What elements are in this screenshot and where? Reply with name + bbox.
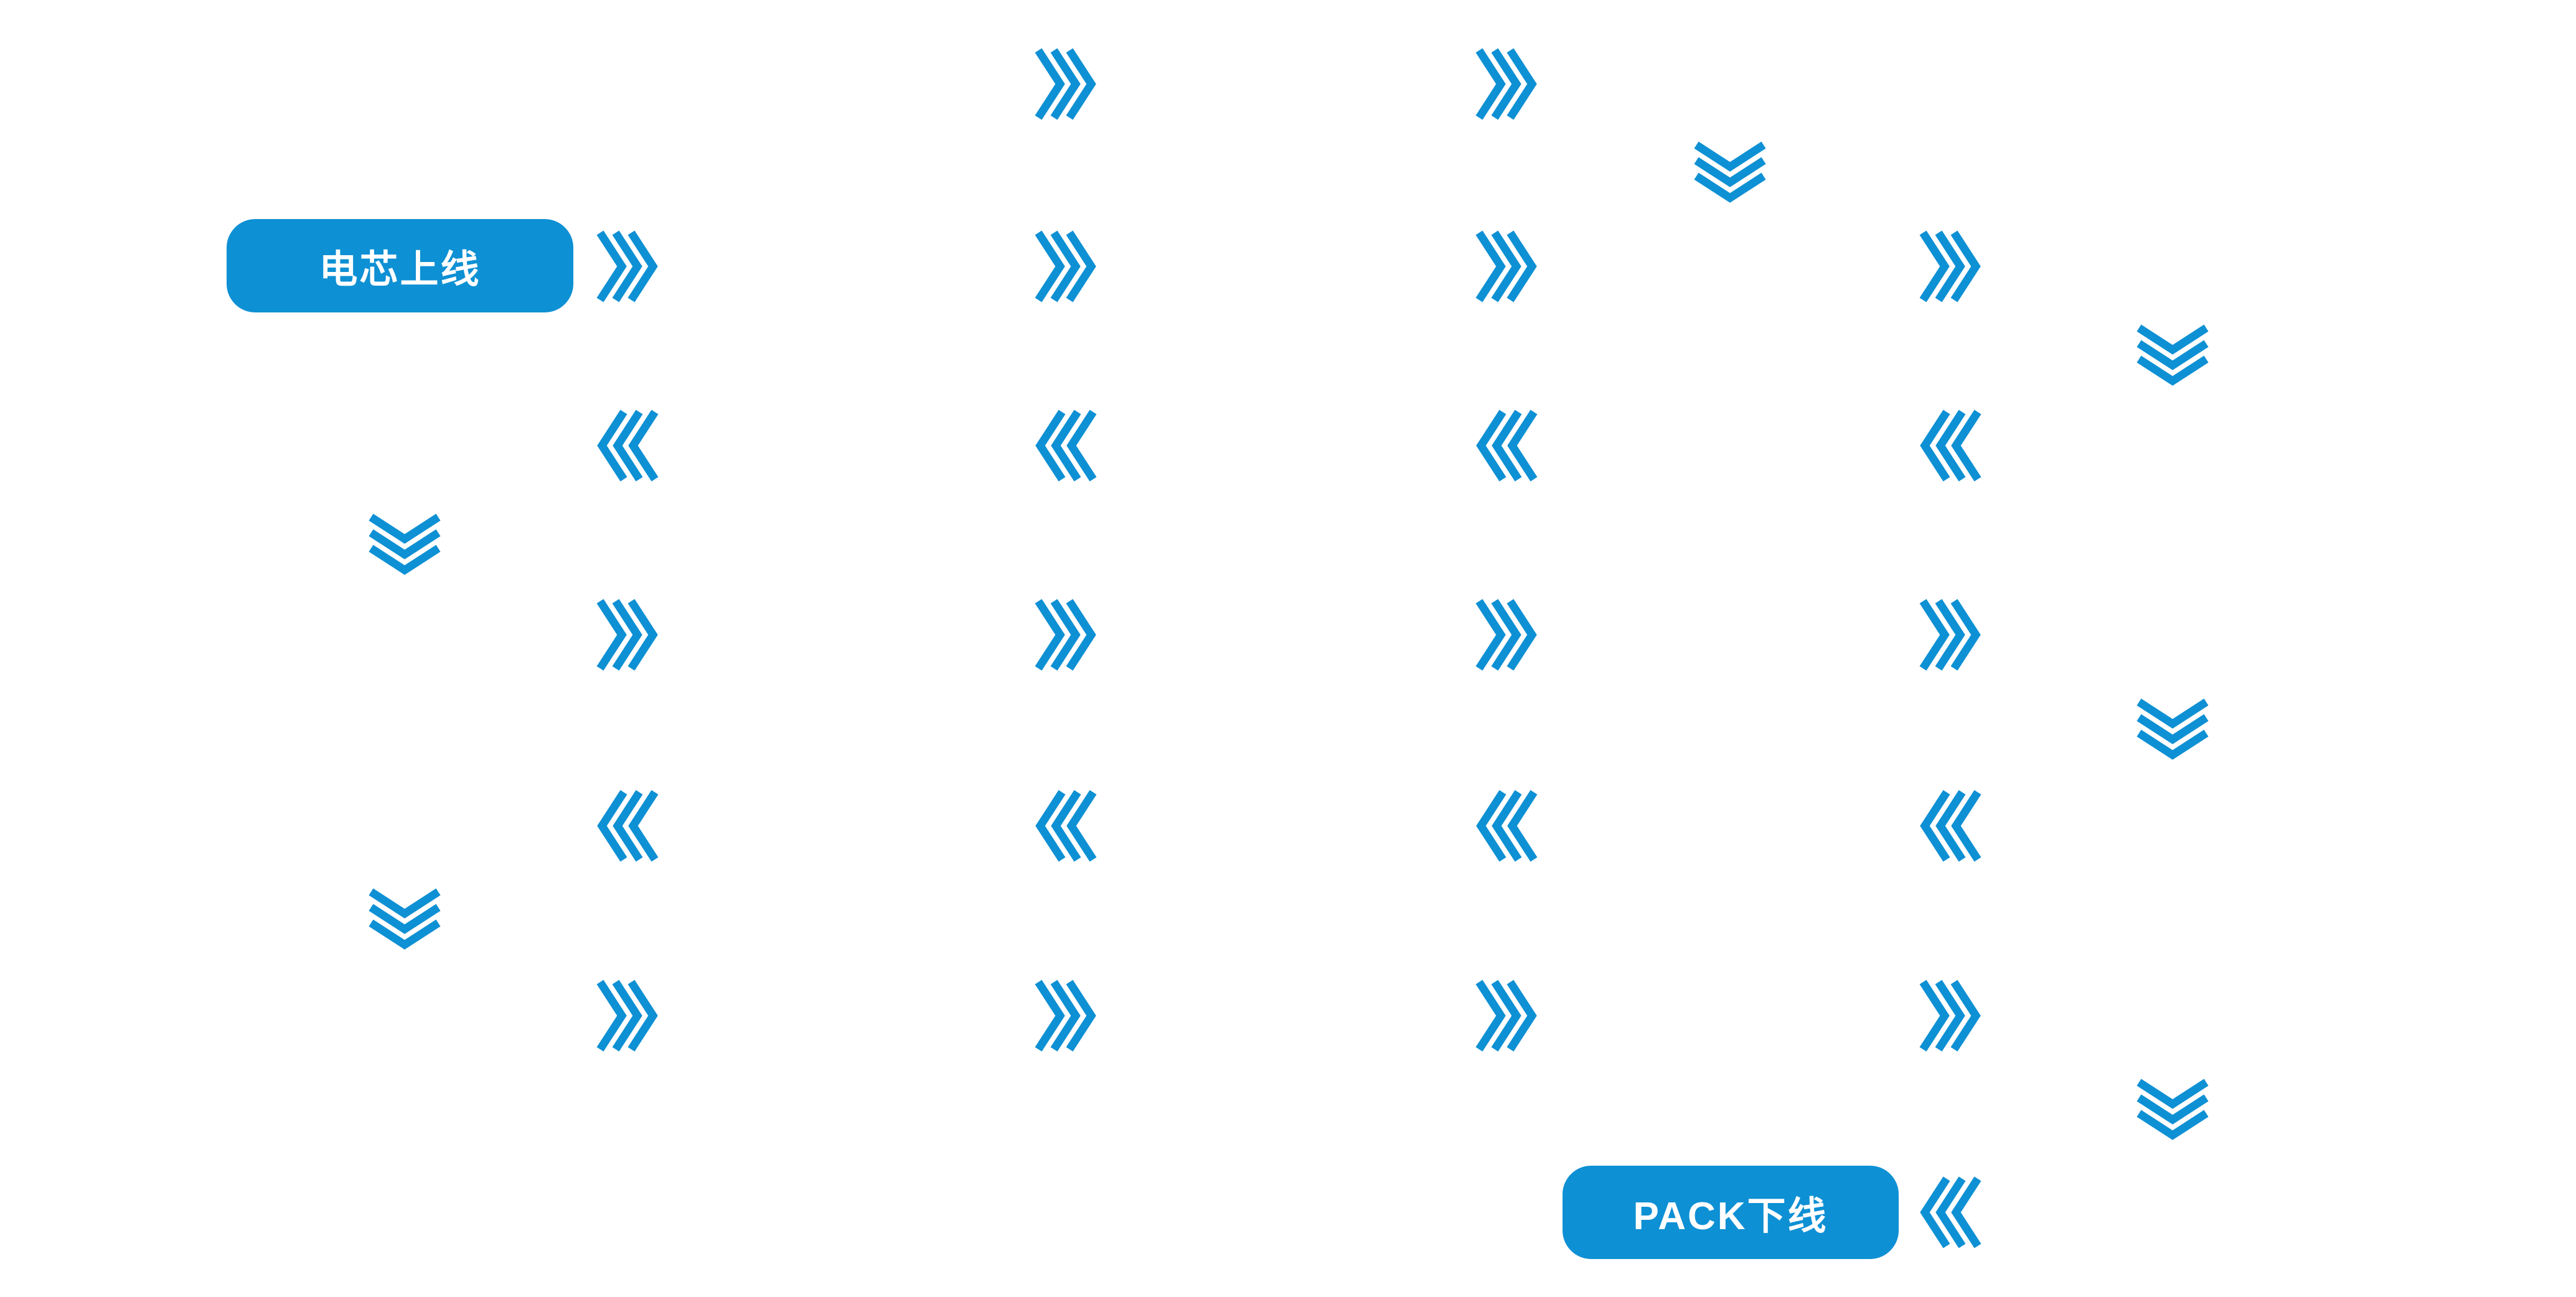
chevron-right-icon — [1035, 980, 1096, 1052]
chevron-left-icon — [1476, 410, 1538, 482]
chevron-left-icon — [1476, 790, 1538, 862]
chevron-left-icon — [1920, 1176, 1981, 1248]
chevron-left-icon — [597, 410, 659, 482]
chevron-down-icon — [369, 888, 441, 950]
chevron-left-icon — [597, 790, 659, 862]
chevron-right-icon — [1475, 599, 1537, 671]
chevron-down-icon — [1694, 141, 1766, 203]
chevron-right-icon — [1919, 599, 1981, 671]
chevron-right-icon — [1035, 48, 1096, 120]
chevron-down-icon — [2136, 698, 2209, 760]
chevron-left-icon — [1035, 790, 1097, 862]
chevron-right-icon — [1475, 48, 1537, 120]
chevron-right-icon — [596, 980, 658, 1052]
chevron-right-icon — [1475, 230, 1537, 302]
chevron-right-icon — [596, 230, 658, 302]
cell-online-node[interactable]: 电芯上线 — [227, 219, 573, 312]
chevron-left-icon — [1035, 410, 1097, 482]
chevron-down-icon — [369, 513, 441, 575]
chevron-right-icon — [1035, 230, 1096, 302]
chevron-right-icon — [1919, 980, 1981, 1052]
chevron-left-icon — [1920, 410, 1981, 482]
chevron-right-icon — [1919, 230, 1981, 302]
chevron-right-icon — [596, 599, 658, 671]
chevron-down-icon — [2136, 324, 2209, 386]
chevron-left-icon — [1920, 790, 1981, 862]
pack-offline-node[interactable]: PACK下线 — [1563, 1166, 1899, 1259]
chevron-down-icon — [2136, 1079, 2209, 1140]
chevron-right-icon — [1035, 599, 1096, 671]
chevron-right-icon — [1475, 980, 1537, 1052]
